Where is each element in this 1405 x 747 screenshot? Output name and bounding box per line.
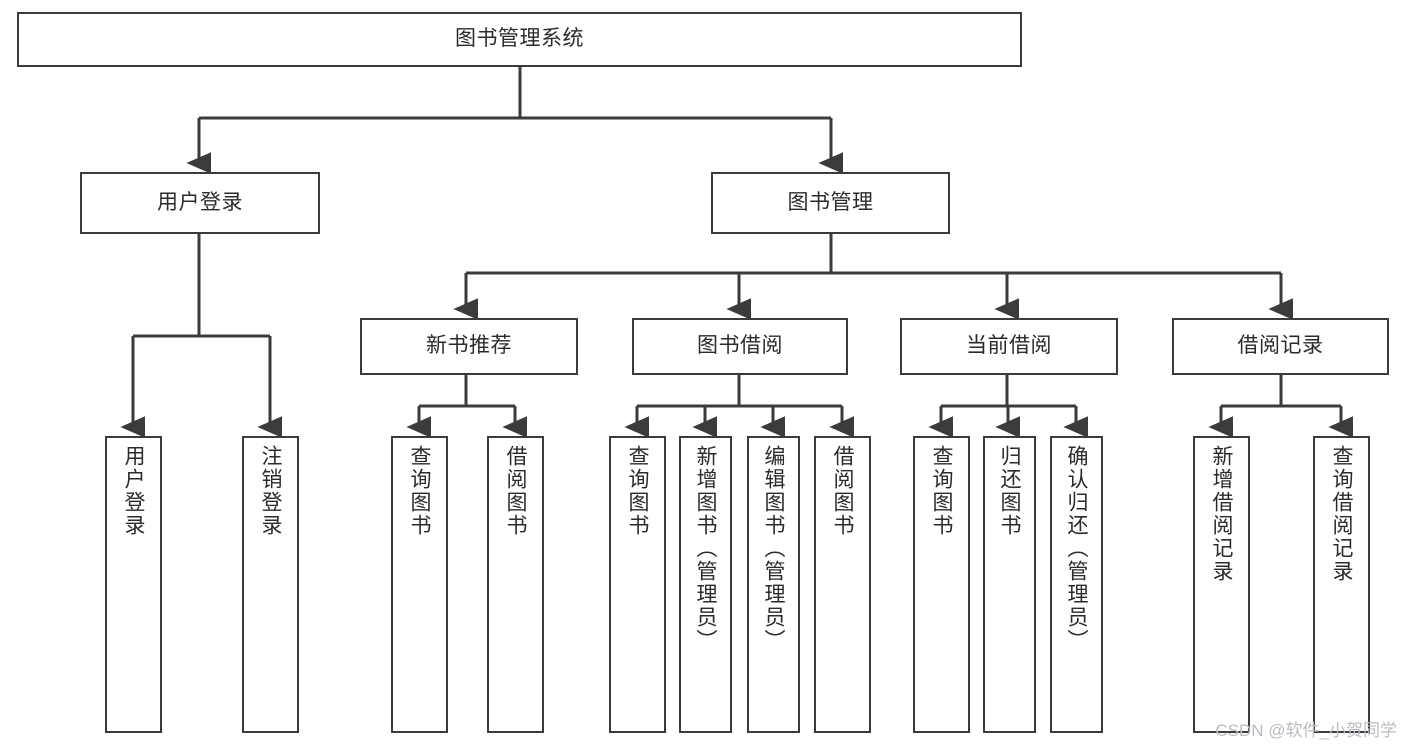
- node-leaf-return-book-label: 归还图书: [998, 445, 1021, 537]
- node-root-label: 图书管理系统: [455, 27, 584, 51]
- node-leaf-query-book-1[interactable]: 查询图书: [391, 436, 448, 733]
- node-root[interactable]: 图书管理系统: [17, 12, 1022, 67]
- node-leaf-borrow-book-1-label: 借阅图书: [504, 445, 527, 537]
- node-leaf-query-record[interactable]: 查询借阅记录: [1313, 436, 1370, 733]
- node-current-borrow-label: 当前借阅: [966, 334, 1052, 358]
- node-leaf-query-book-2-label: 查询图书: [626, 445, 649, 537]
- node-user-login[interactable]: 用户登录: [80, 172, 320, 234]
- node-book-manage-label: 图书管理: [787, 190, 874, 214]
- node-book-borrow-label: 图书借阅: [697, 334, 783, 358]
- node-leaf-query-book-3-label: 查询图书: [930, 445, 953, 537]
- node-leaf-borrow-book-2-label: 借阅图书: [831, 445, 854, 537]
- node-leaf-query-book-2[interactable]: 查询图书: [609, 436, 666, 733]
- node-new-book-recommend-label: 新书推荐: [426, 334, 512, 358]
- node-leaf-user-login[interactable]: 用户登录: [105, 436, 162, 733]
- node-book-borrow[interactable]: 图书借阅: [632, 318, 848, 375]
- node-leaf-add-book[interactable]: 新增图书（管理员）: [679, 436, 732, 733]
- csdn-watermark: CSDN @软件_小贺同学: [1215, 721, 1397, 740]
- node-leaf-confirm-return[interactable]: 确认归还（管理员）: [1050, 436, 1103, 733]
- node-leaf-user-login-label: 用户登录: [122, 445, 145, 537]
- node-leaf-add-record-label: 新增借阅记录: [1210, 445, 1233, 583]
- node-user-login-label: 用户登录: [157, 190, 243, 214]
- node-leaf-add-record[interactable]: 新增借阅记录: [1193, 436, 1250, 733]
- node-leaf-edit-book-label: 编辑图书（管理员）: [762, 445, 785, 652]
- node-borrow-record-label: 借阅记录: [1237, 334, 1324, 358]
- node-book-manage[interactable]: 图书管理: [711, 172, 950, 234]
- node-leaf-logout[interactable]: 注销登录: [242, 436, 299, 733]
- node-leaf-borrow-book-2[interactable]: 借阅图书: [814, 436, 871, 733]
- node-leaf-logout-label: 注销登录: [259, 445, 282, 537]
- node-leaf-edit-book[interactable]: 编辑图书（管理员）: [747, 436, 800, 733]
- node-leaf-query-book-1-label: 查询图书: [408, 445, 431, 537]
- node-leaf-query-record-label: 查询借阅记录: [1330, 445, 1353, 583]
- node-leaf-borrow-book-1[interactable]: 借阅图书: [487, 436, 544, 733]
- node-leaf-return-book[interactable]: 归还图书: [983, 436, 1036, 733]
- node-new-book-recommend[interactable]: 新书推荐: [360, 318, 578, 375]
- node-leaf-query-book-3[interactable]: 查询图书: [913, 436, 970, 733]
- node-leaf-add-book-label: 新增图书（管理员）: [694, 445, 717, 652]
- node-borrow-record[interactable]: 借阅记录: [1172, 318, 1389, 375]
- node-leaf-confirm-return-label: 确认归还（管理员）: [1065, 445, 1088, 652]
- node-current-borrow[interactable]: 当前借阅: [900, 318, 1118, 375]
